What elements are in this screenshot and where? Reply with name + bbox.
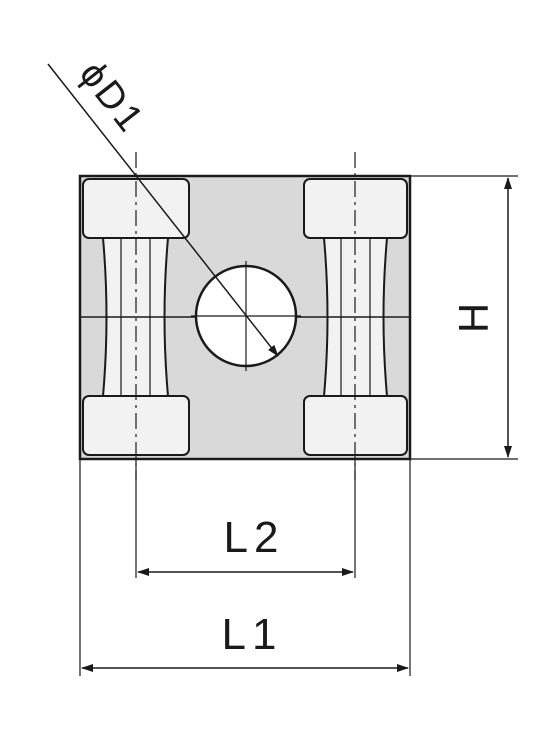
diameter-leader (47, 63, 279, 357)
bolt-centerlines (135, 152, 356, 480)
extension-lines (79, 175, 518, 676)
length-inner-label: L2 (224, 513, 285, 562)
length-outer-label: L1 (222, 610, 283, 659)
left-bolt (82, 178, 190, 456)
height-label: H (450, 303, 497, 333)
diameter-label: ϕD1 (71, 54, 153, 142)
